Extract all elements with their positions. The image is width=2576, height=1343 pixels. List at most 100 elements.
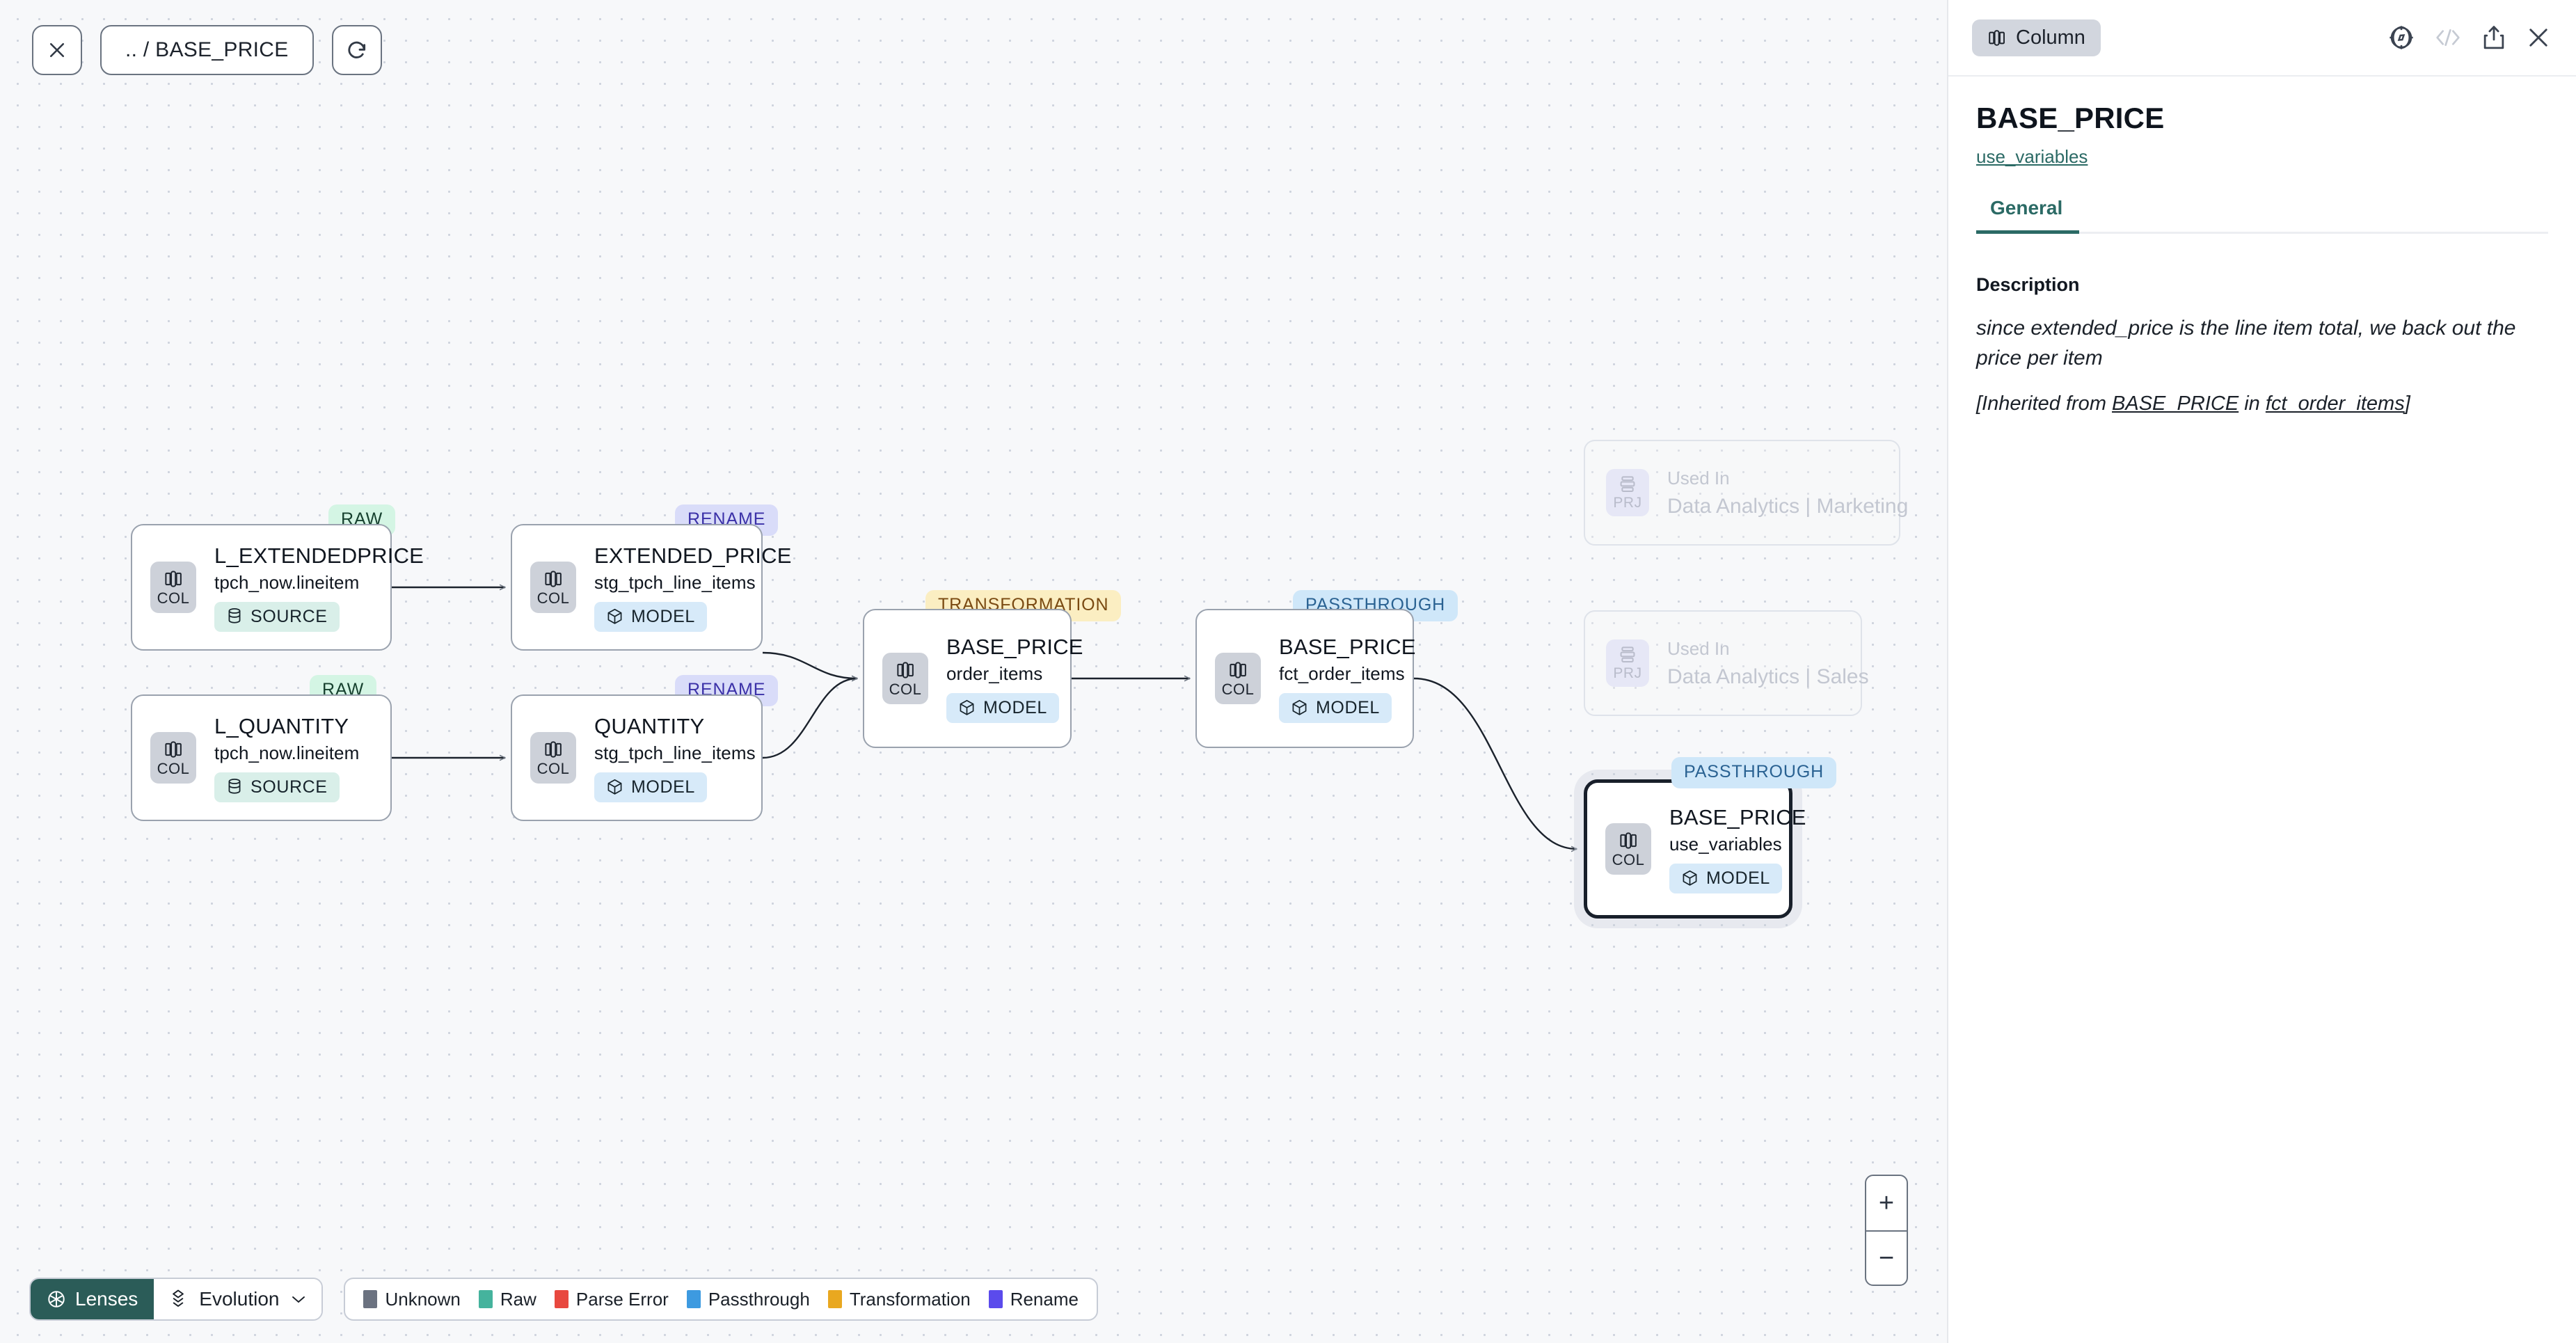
- node-type-badge: SOURCE: [214, 772, 340, 802]
- code-icon: [2436, 29, 2460, 46]
- column-chip-label: COL: [157, 760, 190, 777]
- node-type-badge-label: SOURCE: [251, 606, 328, 626]
- lineage-node-quantity[interactable]: COL QUANTITY stg_tpch_line_items MODEL: [511, 694, 763, 821]
- compass-icon: [2390, 26, 2413, 49]
- column-chip: COL: [530, 732, 576, 784]
- columns-icon: [1989, 29, 2005, 46]
- node-title: BASE_PRICE: [1279, 634, 1416, 659]
- node-title: L_QUANTITY: [214, 713, 349, 738]
- legend-label: Parse Error: [575, 1288, 669, 1310]
- lineage-node-base-price-fct-order-items[interactable]: COL BASE_PRICE fct_order_items MODEL: [1195, 609, 1416, 748]
- used-in-card[interactable]: PRJ Used In Data Analytics | Sales: [1584, 610, 1869, 716]
- legend-label: Raw: [500, 1288, 536, 1310]
- lenses-button[interactable]: Lenses: [31, 1279, 154, 1319]
- inherited-column-link[interactable]: BASE_PRICE: [2112, 392, 2239, 415]
- node-type-badge: MODEL: [594, 772, 707, 802]
- refresh-icon: [348, 41, 365, 58]
- columns-icon: [897, 662, 914, 678]
- close-icon: [2529, 29, 2547, 47]
- tab-general[interactable]: General: [1976, 197, 2080, 234]
- lineage-node-extended-price[interactable]: COL EXTENDED_PRICE stg_tpch_line_items M…: [511, 524, 791, 651]
- entity-kind-chip[interactable]: Column: [1972, 19, 2101, 56]
- chevron-down-icon: [292, 1296, 305, 1303]
- zoom-controls: + −: [1865, 1175, 1908, 1286]
- lineage-node-base-price-order-items[interactable]: COL BASE_PRICE order_items MODEL: [863, 609, 1083, 748]
- close-icon: [49, 42, 65, 58]
- zoom-out-button[interactable]: −: [1866, 1230, 1907, 1285]
- close-button[interactable]: [32, 25, 82, 75]
- columns-icon: [545, 571, 562, 587]
- panel-header-actions: [2388, 24, 2551, 51]
- column-chip-label: COL: [536, 589, 570, 607]
- column-chip: COL: [530, 562, 576, 613]
- column-chip: COL: [150, 562, 196, 613]
- node-subtitle: stg_tpch_line_items: [594, 742, 756, 763]
- legend-swatch: [686, 1290, 701, 1308]
- cube-icon: [1683, 870, 1697, 886]
- node-type-badge: MODEL: [1279, 692, 1392, 723]
- details-panel-header: Column: [1948, 0, 2576, 77]
- cube-icon: [960, 699, 974, 715]
- node-subtitle: tpch_now.lineitem: [214, 742, 360, 763]
- legend-swatch: [988, 1290, 1003, 1308]
- evolution-icon: [173, 1289, 184, 1307]
- page-title: BASE_PRICE: [1976, 102, 2165, 134]
- lineage-canvas[interactable]: .. / BASE_PRICE: [0, 0, 1947, 1343]
- used-in-label: Used In: [1667, 637, 1730, 659]
- project-chip: PRJ: [1606, 639, 1649, 687]
- legend-item-transformation: Transformation: [827, 1289, 971, 1310]
- description-label: Description: [1976, 274, 2080, 295]
- legend-swatch: [827, 1290, 842, 1308]
- node-type-badge-label: MODEL: [1706, 868, 1770, 888]
- columns-icon: [1230, 662, 1246, 678]
- code-button[interactable]: [2434, 26, 2462, 49]
- node-type-badge: SOURCE: [214, 601, 340, 632]
- legend-swatch: [554, 1290, 569, 1308]
- panel-tabs: General: [1976, 197, 2548, 234]
- canvas-toolbar: .. / BASE_PRICE: [32, 25, 382, 75]
- node-subtitle: use_variables: [1669, 833, 1782, 855]
- column-chip: COL: [1215, 653, 1261, 704]
- compass-button[interactable]: [2388, 24, 2415, 51]
- share-icon: [2483, 26, 2504, 49]
- node-subtitle: fct_order_items: [1279, 662, 1405, 684]
- node-type-badge-label: MODEL: [1316, 697, 1380, 717]
- columns-icon: [165, 741, 182, 758]
- node-type-badge-label: MODEL: [983, 697, 1047, 717]
- lineage-tag-passthrough: PASSTHROUGH: [1671, 757, 1837, 788]
- node-type-badge-label: MODEL: [631, 606, 695, 626]
- evolution-label: Evolution: [199, 1288, 280, 1310]
- description-text: since extended_price is the line item to…: [1976, 317, 2516, 369]
- node-subtitle: tpch_now.lineitem: [214, 571, 360, 593]
- columns-icon: [545, 741, 562, 758]
- lineage-node-base-price-use-variables[interactable]: COL BASE_PRICE use_variables MODEL: [1584, 779, 1806, 919]
- project-chip-label: PRJ: [1613, 665, 1642, 681]
- panel-close-button[interactable]: [2526, 25, 2551, 50]
- lineage-node-l-extendedprice[interactable]: COL L_EXTENDEDPRICE tpch_now.lineitem SO…: [131, 524, 424, 651]
- inherited-suffix: ]: [2404, 392, 2410, 415]
- lineage-node-l-quantity[interactable]: COL L_QUANTITY tpch_now.lineitem SOURCE: [131, 694, 392, 821]
- breadcrumb[interactable]: .. / BASE_PRICE: [100, 25, 314, 75]
- legend-label: Unknown: [385, 1288, 461, 1310]
- parent-model-link[interactable]: use_variables: [1976, 146, 2088, 167]
- column-chip: COL: [882, 653, 928, 704]
- database-icon: [228, 779, 241, 794]
- lineage-legend: Unknown Raw Parse Error Passthrough Tran…: [344, 1278, 1098, 1321]
- share-button[interactable]: [2481, 24, 2506, 51]
- zoom-in-button[interactable]: +: [1878, 1189, 1895, 1218]
- project-icon: [1620, 476, 1635, 493]
- refresh-button[interactable]: [331, 25, 382, 75]
- inherited-model-link[interactable]: fct_order_items: [2265, 392, 2405, 415]
- node-type-badge-label: MODEL: [631, 777, 695, 797]
- project-chip-label: PRJ: [1613, 495, 1642, 511]
- used-in-project-name: Data Analytics | Sales: [1667, 665, 1869, 688]
- used-in-card[interactable]: PRJ Used In Data Analytics | Marketing: [1584, 440, 1908, 546]
- cube-icon: [607, 608, 622, 624]
- column-chip-label: COL: [1612, 851, 1645, 868]
- column-chip: COL: [150, 732, 196, 784]
- column-chip-label: COL: [157, 589, 190, 607]
- columns-icon: [1620, 832, 1637, 849]
- evolution-select[interactable]: Evolution: [154, 1279, 322, 1319]
- lenses-label: Lenses: [75, 1288, 138, 1310]
- cube-icon: [1292, 699, 1307, 715]
